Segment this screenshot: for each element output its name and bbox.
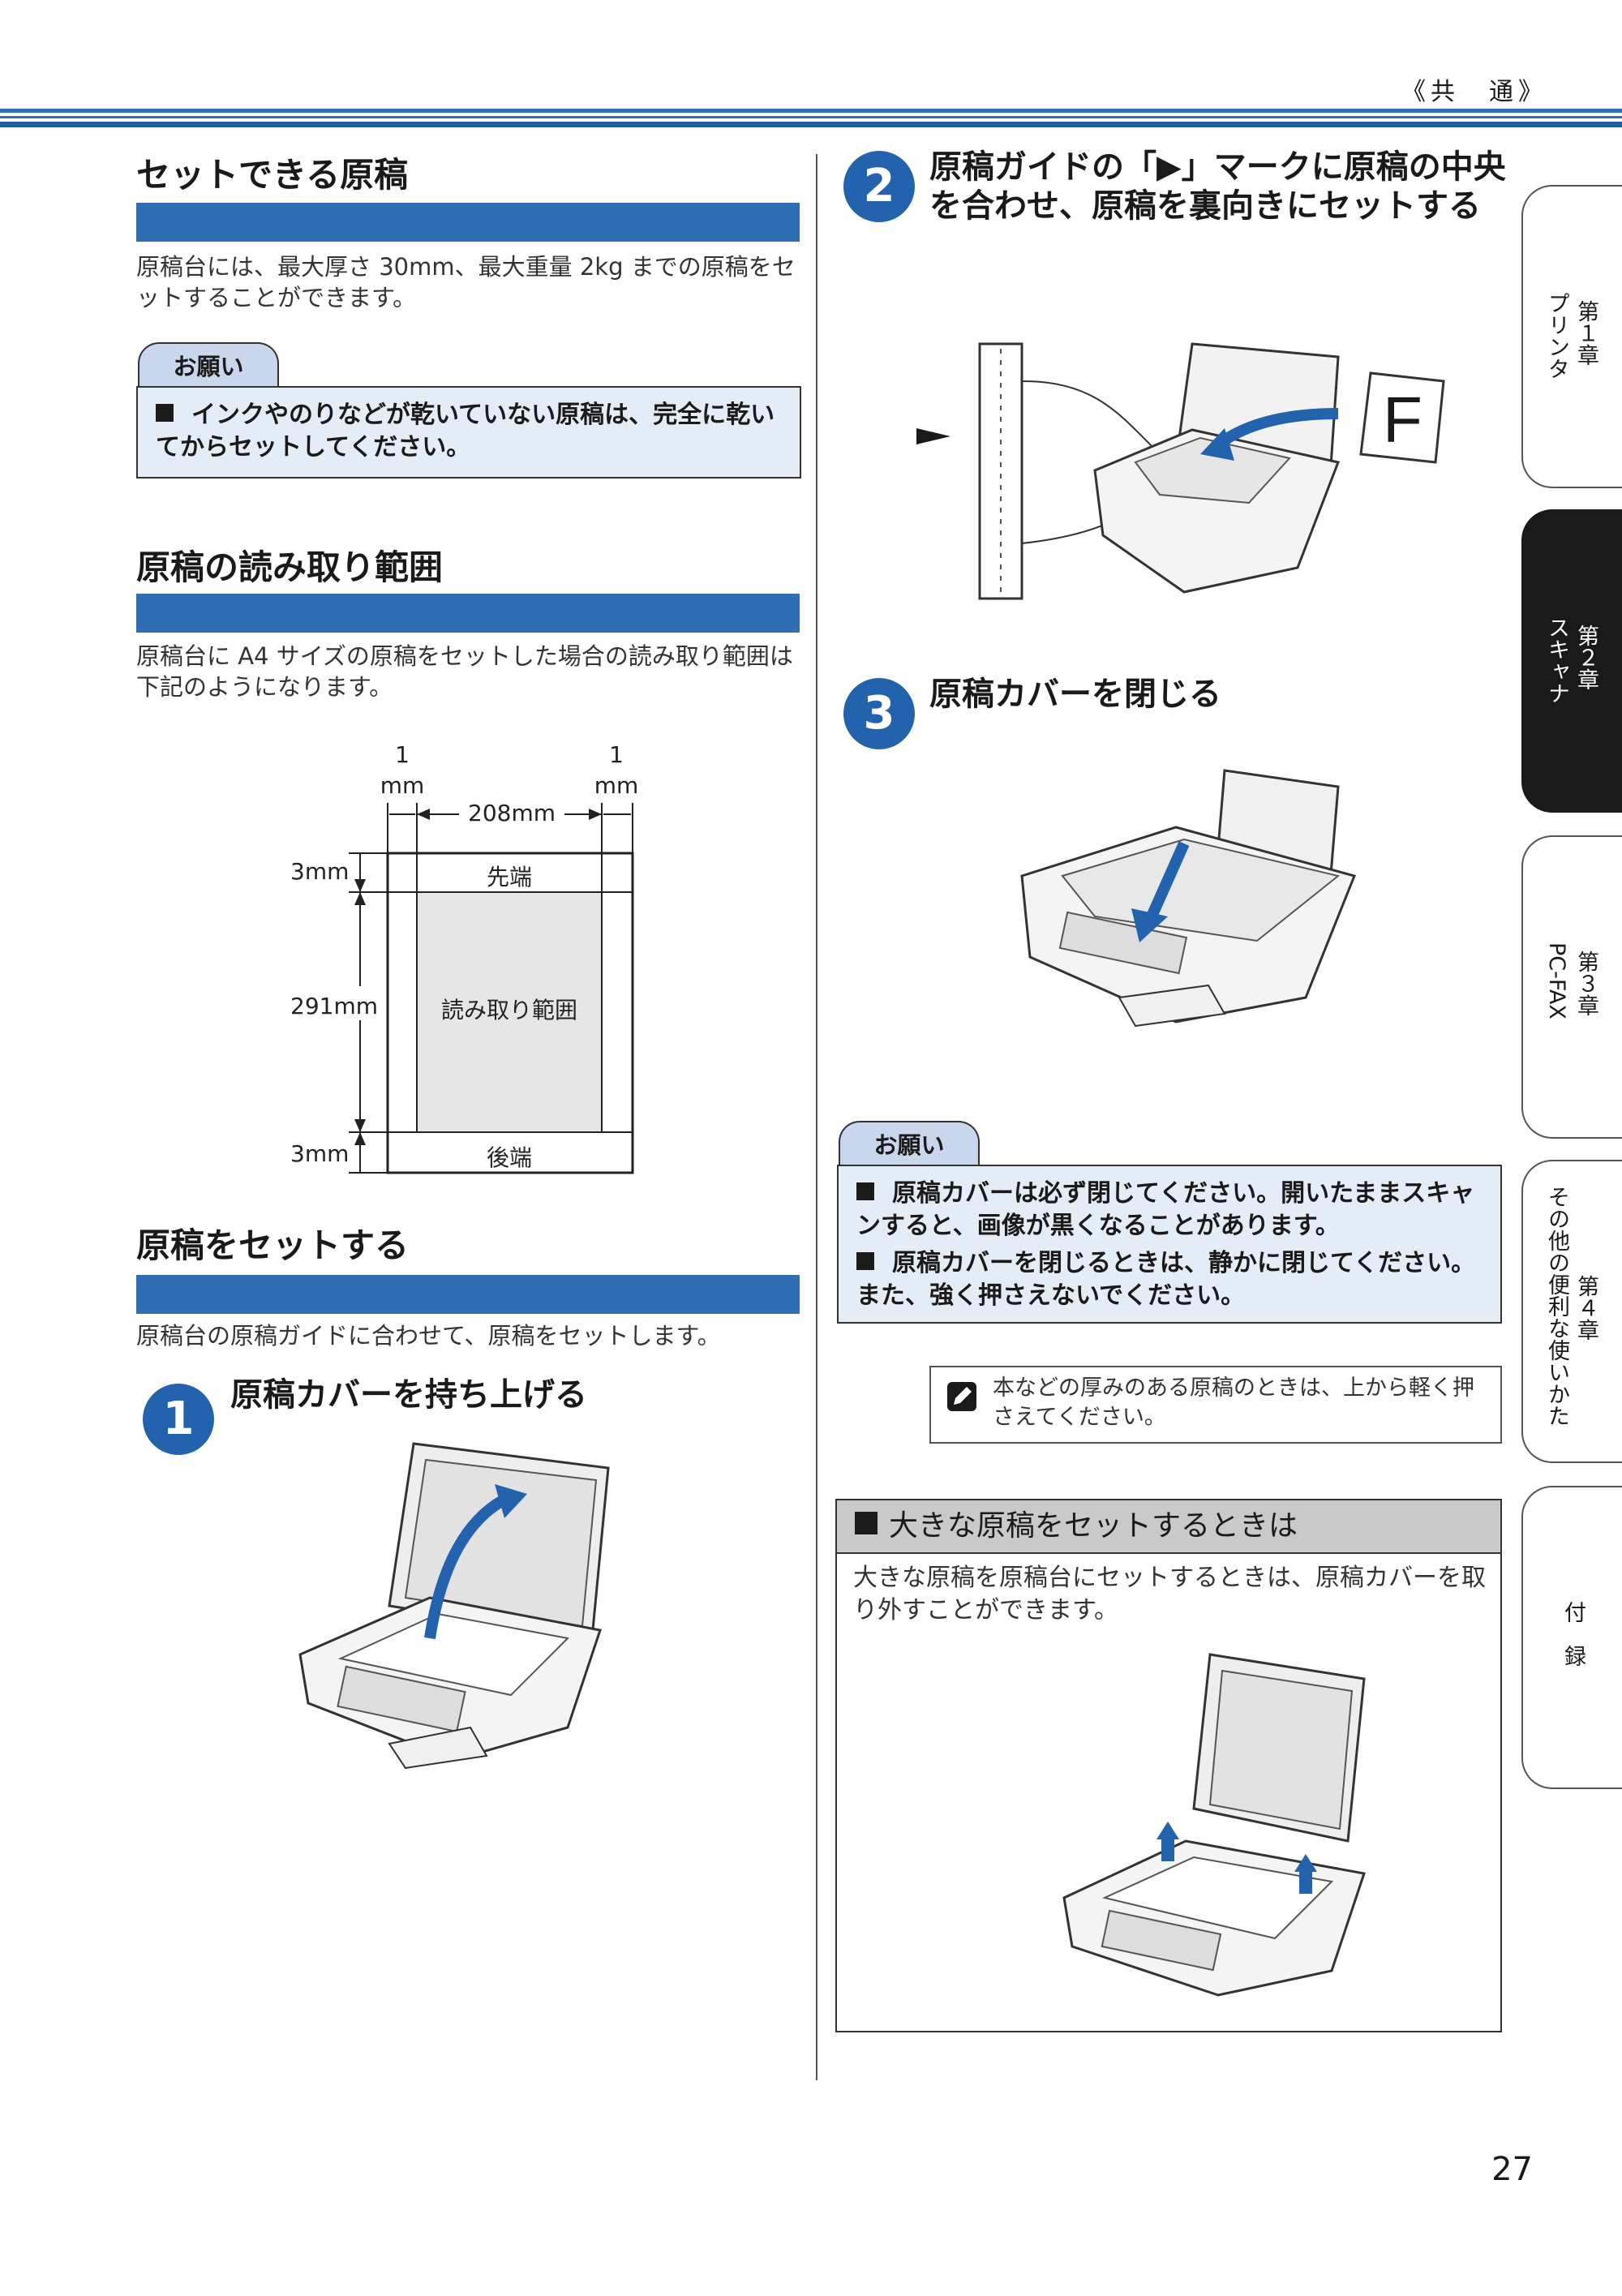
note2-box: 原稿カバーは必ず閉じてください。開いたままスキャンすると、画像が黒くなることがあ… <box>837 1165 1502 1324</box>
left-margin-label: 1 mm <box>380 741 425 799</box>
top-margin-label: 3mm <box>290 858 350 885</box>
bottom-edge-label: 後端 <box>486 1144 532 1171</box>
memo-pencil-icon <box>947 1382 976 1411</box>
bullet-icon <box>856 1252 874 1270</box>
page-number: 27 <box>1491 2151 1533 2188</box>
side-tab-chapter: 付 録 <box>1560 1601 1586 1667</box>
side-tab-chapter: 第４章 <box>1573 1275 1598 1341</box>
section-title-scan-range: 原稿の読み取り範囲 <box>136 547 444 587</box>
step-2-title: 原稿ガイドの「▶」マークに原稿の中央を合わせ、原稿を裏向きにセットする <box>929 148 1506 225</box>
scanner-lid-close-illustration <box>1020 769 1357 1028</box>
side-tab-chapter-1[interactable]: 第１章 プリンタ <box>1521 185 1622 488</box>
scan-range-body: 原稿台に A4 サイズの原稿をセットした場合の読み取り範囲は下記のようになります… <box>136 642 793 701</box>
large-originals-title: 大きな原稿をセットするときは <box>855 1508 1298 1544</box>
side-tab-chapter-3[interactable]: 第３章 PC-FAX <box>1521 835 1622 1139</box>
diagram-graphics <box>349 803 634 1174</box>
memo-box: 本などの厚みのある原稿のときは、上から軽く押さえてください。 <box>929 1366 1502 1444</box>
bullet-icon <box>856 1182 874 1200</box>
scan-area-label: 読み取り範囲 <box>440 997 577 1024</box>
step-3-title: 原稿カバーを閉じる <box>929 676 1221 713</box>
section-bar <box>136 203 800 242</box>
note-item: インクやのりなどが乾いていない原稿は、完全に乾いてからセットしてください。 <box>156 401 775 461</box>
side-tab-name: プリンタ <box>1544 292 1569 380</box>
step-1-title: 原稿カバーを持ち上げる <box>230 1376 587 1414</box>
header-rule-3 <box>0 122 1622 127</box>
top-edge-label: 先端 <box>486 864 532 891</box>
note-box: インクやのりなどが乾いていない原稿は、完全に乾いてからセットしてください。 <box>136 386 801 479</box>
large-originals-box: 大きな原稿をセットするときは 大きな原稿を原稿台にセットするときは、原稿カバーを… <box>835 1499 1502 2032</box>
side-tab-name: その他の便利な使いかた <box>1544 1186 1569 1427</box>
note-label: お願い <box>138 342 279 389</box>
lid-removal-illustration <box>1062 1653 1366 1997</box>
section-title-set-originals: セットできる原稿 <box>136 155 409 195</box>
height-label: 291mm <box>290 993 378 1019</box>
width-label: 208mm <box>468 800 556 826</box>
right-margin-label: 1 mm <box>594 741 639 799</box>
step-3-number: 3 <box>843 678 915 749</box>
header-rule-2 <box>0 116 1622 118</box>
step-1-number: 1 <box>143 1384 214 1455</box>
bottom-margin-label: 3mm <box>290 1140 350 1167</box>
note2-label: お願い <box>839 1121 980 1168</box>
section-tag: 《共 通》 <box>1401 78 1547 106</box>
section-bar <box>136 1275 800 1314</box>
bullet-icon <box>855 1512 878 1534</box>
side-tab-chapter-2[interactable]: 第２章 スキャナ <box>1521 509 1622 813</box>
side-tab-name: PC-FAX <box>1544 942 1569 1019</box>
large-originals-header: 大きな原稿をセットするときは <box>837 1500 1500 1554</box>
note2-item-2: 原稿カバーを閉じるときは、静かに閉じてください。また、強く押さえないでください。 <box>856 1249 1476 1310</box>
step-2-number: 2 <box>843 151 915 222</box>
section-title-set-procedure: 原稿をセットする <box>136 1225 410 1265</box>
svg-text:F: F <box>1383 384 1422 456</box>
note2-item-1: 原稿カバーは必ず閉じてください。開いたままスキャンすると、画像が黒くなることがあ… <box>856 1179 1475 1240</box>
header-rule-1 <box>0 109 1622 113</box>
column-divider <box>816 154 817 2080</box>
side-tab-name: スキャナ <box>1544 616 1569 704</box>
side-tab-appendix[interactable]: 付 録 <box>1521 1486 1622 1789</box>
bullet-icon <box>156 404 174 422</box>
side-tab-chapter: 第３章 <box>1573 951 1598 1016</box>
side-tab-chapter: 第１章 <box>1573 300 1598 366</box>
document-guide-illustration: F <box>916 342 1445 600</box>
side-tab-chapter: 第２章 <box>1573 624 1598 690</box>
set-originals-body: 原稿台には、最大厚さ 30mm、最大重量 2kg までの原稿をセットすることがで… <box>136 253 796 311</box>
large-originals-body: 大きな原稿を原稿台にセットするときは、原稿カバーを取り外すことができます。 <box>853 1564 1486 1624</box>
scanner-lid-open-illustration <box>298 1442 610 1770</box>
memo-text: 本などの厚みのある原稿のときは、上から軽く押さえてください。 <box>993 1375 1474 1430</box>
side-tab-chapter-4[interactable]: 第４章 その他の便利な使いかた <box>1521 1160 1622 1463</box>
set-procedure-body: 原稿台の原稿ガイドに合わせて、原稿をセットします。 <box>136 1322 721 1350</box>
section-bar <box>136 594 800 633</box>
